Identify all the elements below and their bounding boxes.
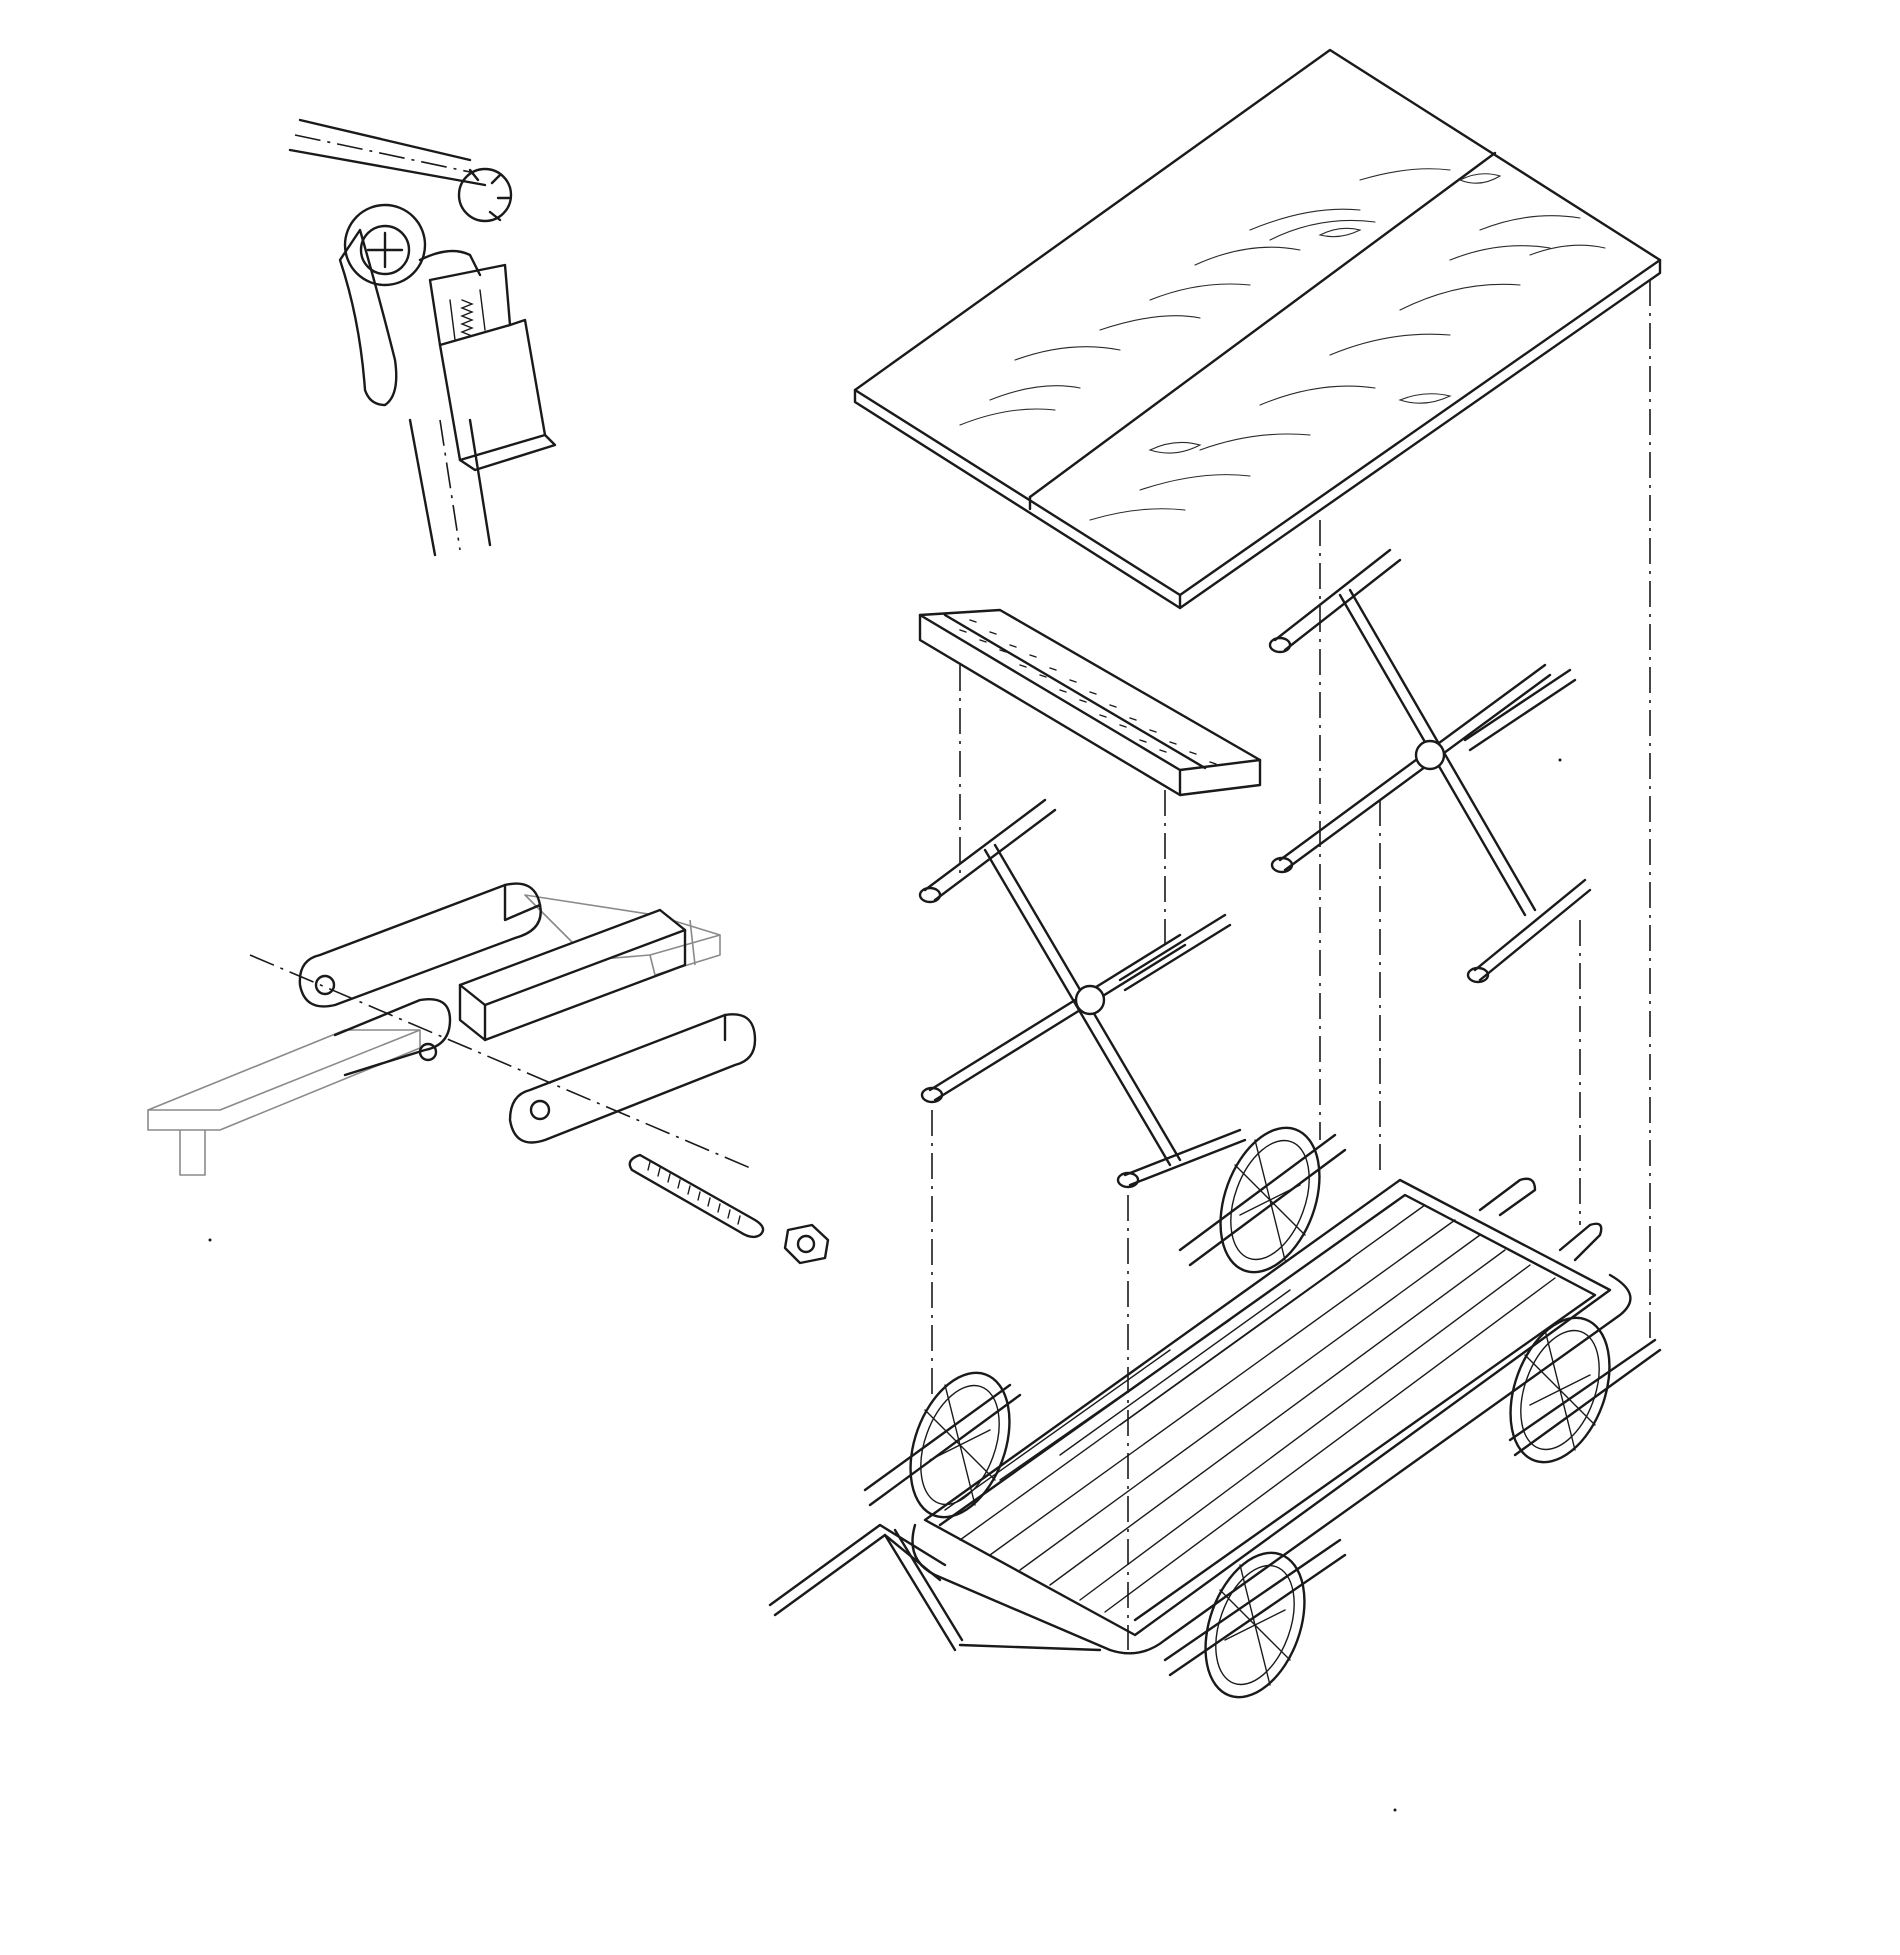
assembly-centerlines <box>931 280 1651 1650</box>
hinge-latch-detail <box>288 118 557 557</box>
x-brace-left <box>918 798 1247 1189</box>
bracket-bolt-detail <box>147 882 830 1265</box>
wood-tabletop <box>853 48 1662 610</box>
wheel-back-right <box>1509 1316 1611 1464</box>
wheel-back-left <box>1219 1126 1321 1274</box>
wheel-front-left <box>909 1371 1011 1519</box>
perforated-channel <box>918 608 1262 797</box>
x-brace-right <box>1268 548 1592 984</box>
wheeled-cart-frame <box>768 1126 1662 1699</box>
wheel-front-right <box>1204 1551 1306 1699</box>
